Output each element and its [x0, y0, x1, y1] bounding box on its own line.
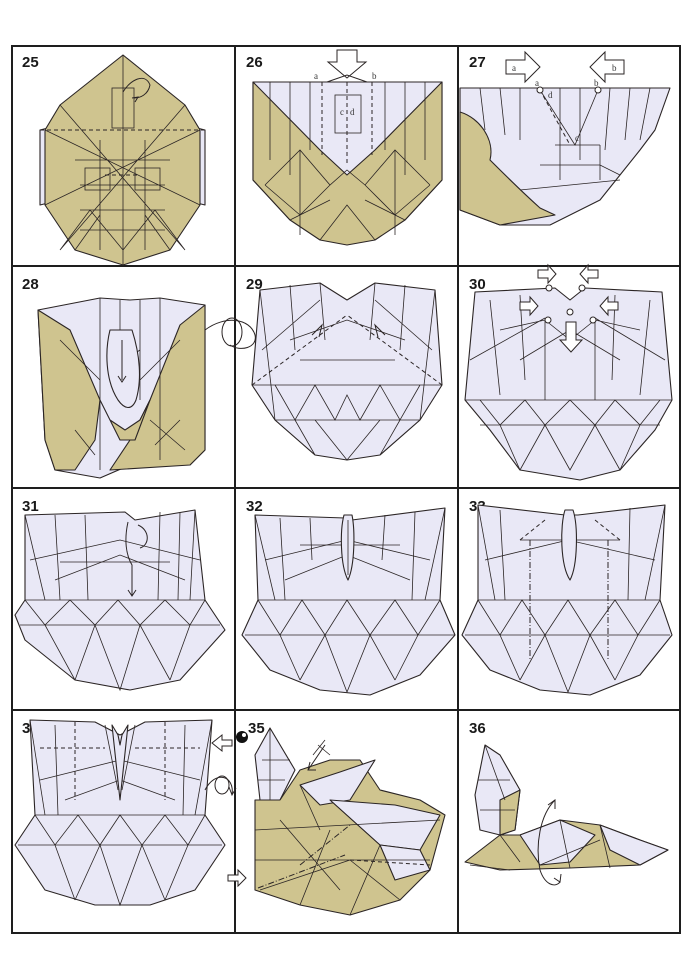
fold-marker: b [372, 71, 377, 81]
folded-model [40, 55, 205, 265]
step-25: 25 [22, 54, 205, 265]
folded-model [252, 283, 442, 460]
step-33: 33 [462, 498, 672, 695]
folded-model [253, 82, 442, 245]
push-arrow-icon [538, 265, 556, 283]
turn-over-arrow-icon [205, 777, 236, 795]
folded-model [465, 745, 668, 885]
step-number: 35 [248, 720, 265, 737]
fold-marker: b [594, 78, 599, 88]
step-number: 36 [469, 720, 486, 737]
fold-marker: d [350, 107, 355, 117]
step-32: 32 [242, 498, 455, 695]
push-arrow-icon [228, 870, 246, 886]
folded-model [460, 87, 670, 225]
fold-marker: a [314, 71, 318, 81]
step-29: 29 [246, 276, 442, 460]
step-36: 36 [465, 720, 668, 885]
step-number: 25 [22, 54, 39, 71]
step-27: 27 a b a d b c [460, 52, 670, 225]
step-number: 30 [469, 276, 486, 293]
step-number: 26 [246, 54, 263, 71]
fold-marker: a [535, 78, 539, 88]
step-26: 26 a b c d [246, 50, 442, 245]
step-number: 32 [246, 498, 263, 515]
step-35: 35 [212, 720, 445, 915]
step-number: 28 [22, 276, 39, 293]
folded-model [462, 505, 672, 695]
fold-marker: b [612, 63, 617, 73]
hold-point-icon [236, 731, 248, 743]
folded-model [38, 298, 266, 478]
folded-model [255, 728, 445, 915]
fold-marker: d [548, 90, 553, 100]
push-arrow-icon [580, 265, 598, 283]
step-34: 34 [15, 720, 236, 905]
folded-model [15, 720, 225, 905]
push-arrow-icon [212, 735, 232, 751]
folded-model [465, 285, 672, 480]
folded-model [242, 508, 455, 695]
step-30: 30 [465, 265, 672, 480]
push-arrow-icon [328, 50, 366, 78]
folded-model [15, 510, 225, 690]
step-28: 28 [22, 276, 266, 478]
step-number: 27 [469, 54, 486, 71]
fold-marker: c [575, 133, 579, 143]
fold-marker: c [340, 107, 344, 117]
fold-marker: a [512, 63, 516, 73]
step-number: 31 [22, 498, 39, 515]
step-31: 31 [15, 498, 225, 690]
